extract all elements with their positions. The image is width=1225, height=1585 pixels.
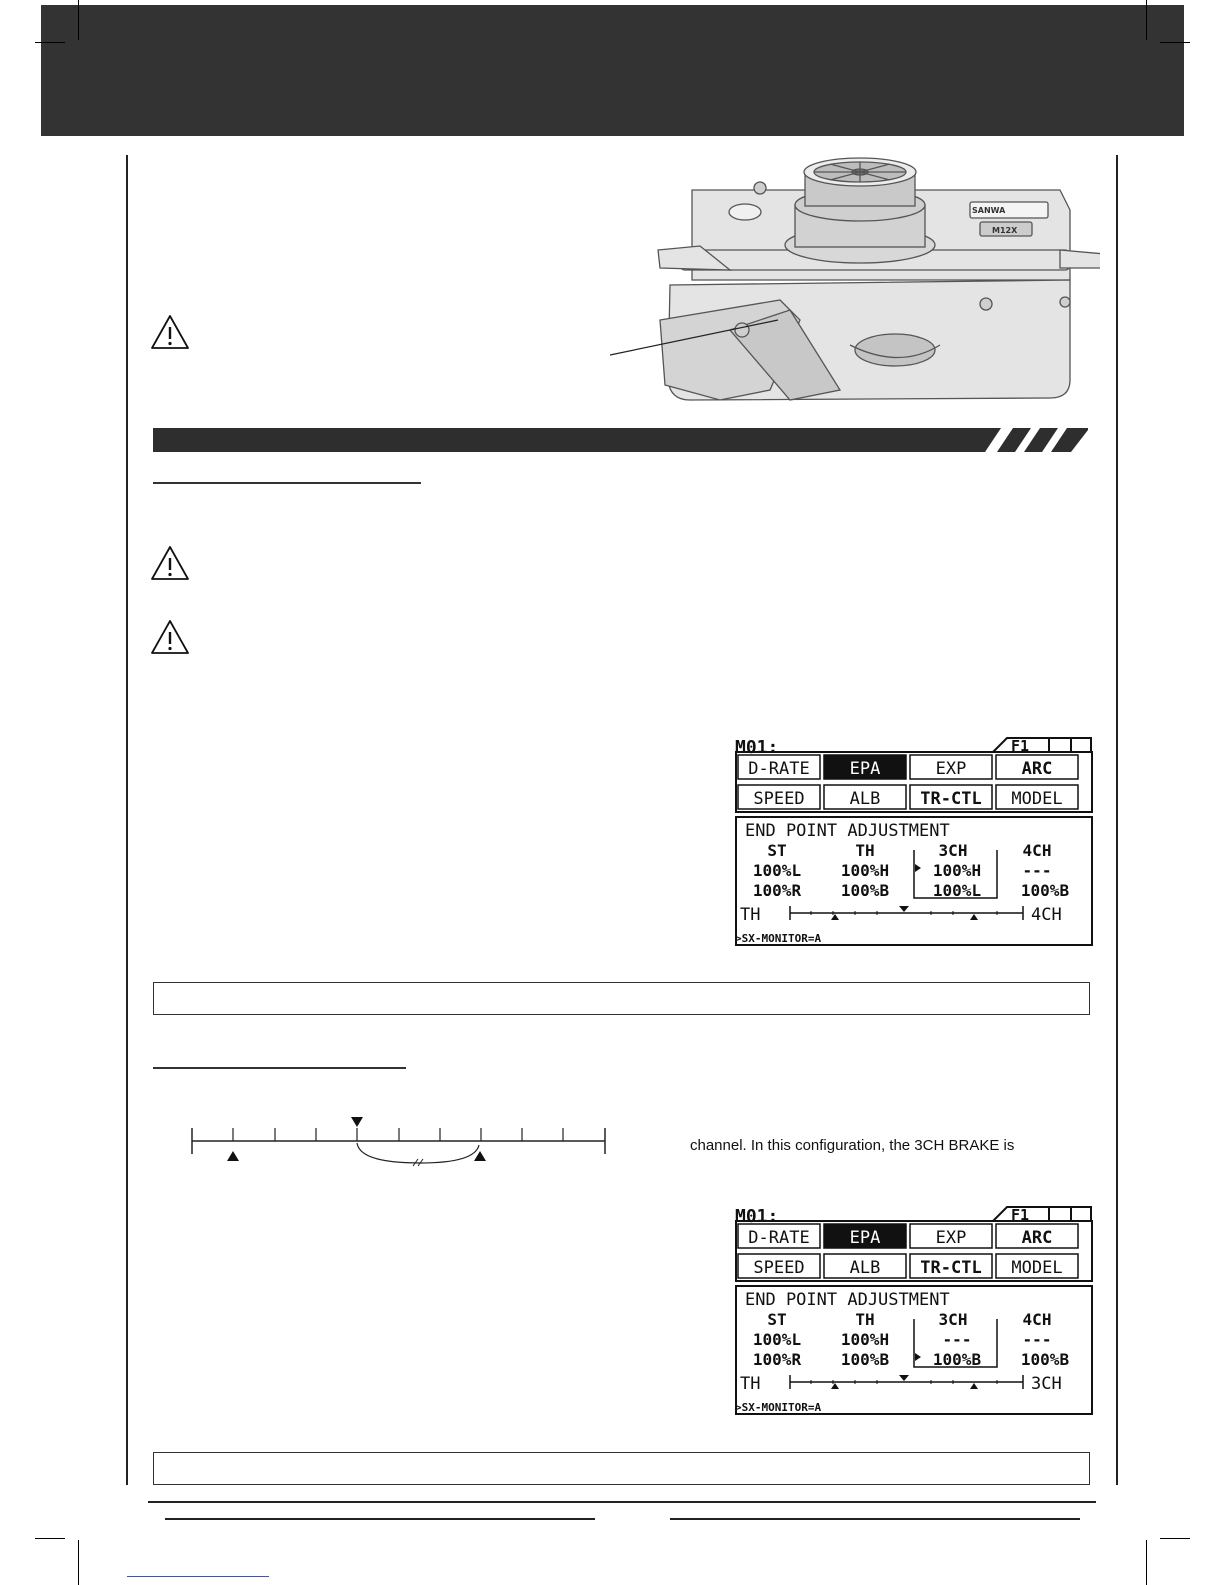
note-box — [153, 1452, 1090, 1485]
lcd-row2-th: 100%B — [841, 1350, 890, 1369]
lcd-col-th: TH — [855, 841, 874, 860]
lcd-row2-4ch: 100%B — [1021, 881, 1070, 900]
left-margin-rule — [126, 155, 128, 1485]
crop-mark — [1146, 1540, 1147, 1585]
lcd-title: END POINT ADJUSTMENT — [745, 821, 950, 841]
lcd-menu-arc: ARC — [1022, 759, 1053, 779]
crop-mark — [1160, 1538, 1190, 1539]
subsection-heading-underline — [153, 1067, 406, 1069]
warning-icon — [151, 315, 189, 349]
footer-rule — [148, 1501, 1096, 1503]
lcd-title: END POINT ADJUSTMENT — [745, 1290, 950, 1310]
lcd-menu-exp: EXP — [936, 1228, 967, 1248]
lcd-status-line: >SX-MONITOR=A — [735, 1401, 821, 1414]
lcd-bar-right-label: 4CH — [1031, 905, 1062, 925]
lcd-col-st: ST — [767, 1310, 786, 1329]
section-banner — [153, 428, 1088, 452]
lcd-row1-3ch: --- — [943, 1330, 972, 1349]
transmitter-brand-label: SANWA — [972, 206, 1006, 215]
page-header-bar — [41, 5, 1184, 136]
lcd-menu-tr-ctl: TR-CTL — [920, 1258, 981, 1278]
lcd-status-line: >SX-MONITOR=A — [735, 932, 821, 945]
lcd-bar-right-label: 3CH — [1031, 1374, 1062, 1394]
lcd-row1-th: 100%H — [841, 861, 889, 880]
lcd-cursor-arrow — [915, 864, 921, 872]
lcd-bar-left-label: TH — [740, 1374, 760, 1394]
lcd-menu-arc: ARC — [1022, 1228, 1053, 1248]
lcd-menu-epa-selected: EPA — [850, 1228, 881, 1248]
lcd-menu-model: MODEL — [1011, 789, 1062, 809]
lcd-menu-alb: ALB — [850, 1258, 881, 1278]
warning-icon — [151, 620, 189, 654]
lcd-row2-st: 100%R — [753, 881, 802, 900]
lcd-bar-left-label: TH — [740, 905, 760, 925]
lcd-screen-epa-2: M01: F1 D-RATE EPA EXP ARC SPEED ALB TR-… — [735, 1205, 1094, 1416]
transmitter-model-label: M12X — [992, 226, 1018, 235]
crop-mark — [78, 0, 79, 40]
lcd-menu-alb: ALB — [850, 789, 881, 809]
lcd-cursor-arrow — [915, 1353, 921, 1361]
callout-leader-line — [609, 319, 779, 356]
lcd-row2-st: 100%R — [753, 1350, 802, 1369]
lcd-row2-4ch: 100%B — [1021, 1350, 1070, 1369]
crop-mark — [35, 1538, 65, 1539]
footer-rule-right — [670, 1518, 1080, 1520]
lcd-row1-st: 100%L — [753, 861, 801, 880]
warning-icon — [151, 546, 189, 580]
lcd-col-st: ST — [767, 841, 786, 860]
lcd-row1-4ch: --- — [1023, 861, 1052, 880]
lcd-row1-4ch: --- — [1023, 1330, 1052, 1349]
lcd-menu-d-rate: D-RATE — [748, 1228, 809, 1248]
lcd-row2-3ch: 100%B — [933, 1350, 982, 1369]
crop-mark — [35, 42, 65, 43]
lcd-col-3ch: 3CH — [939, 841, 968, 860]
lcd-col-3ch: 3CH — [939, 1310, 968, 1329]
lcd-menu-model: MODEL — [1011, 1258, 1062, 1278]
transmitter-illustration: SANWA M12X — [609, 157, 1100, 401]
lcd-col-th: TH — [855, 1310, 874, 1329]
lcd-row1-st: 100%L — [753, 1330, 801, 1349]
lcd-row2-3ch: 100%L — [933, 881, 981, 900]
crop-mark — [1160, 42, 1190, 43]
lcd-row2-th: 100%B — [841, 881, 890, 900]
crop-mark — [78, 1540, 79, 1585]
body-text-line: channel. In this configuration, the 3CH … — [690, 1137, 1015, 1154]
hyperlink-underline[interactable] — [127, 1576, 269, 1577]
right-margin-rule — [1116, 155, 1118, 1485]
trim-scale-diagram — [191, 1117, 606, 1167]
lcd-menu-tr-ctl: TR-CTL — [920, 789, 981, 809]
lcd-row1-3ch: 100%H — [933, 861, 981, 880]
footer-rule-left — [165, 1518, 595, 1520]
lcd-screen-epa-1: M01: F1 D-RATE EPA EXP ARC SPEED ALB TR-… — [735, 736, 1094, 947]
lcd-func-tab: F1 — [1011, 737, 1029, 755]
lcd-menu-epa-selected: EPA — [850, 759, 881, 779]
lcd-col-4ch: 4CH — [1023, 1310, 1052, 1329]
crop-mark — [1146, 0, 1147, 40]
subsection-heading-underline — [153, 482, 421, 484]
lcd-menu-speed: SPEED — [753, 789, 804, 809]
lcd-menu-exp: EXP — [936, 759, 967, 779]
lcd-func-tab: F1 — [1011, 1206, 1029, 1224]
lcd-row1-th: 100%H — [841, 1330, 889, 1349]
lcd-col-4ch: 4CH — [1023, 841, 1052, 860]
note-box — [153, 982, 1090, 1015]
lcd-menu-speed: SPEED — [753, 1258, 804, 1278]
lcd-menu-d-rate: D-RATE — [748, 759, 809, 779]
